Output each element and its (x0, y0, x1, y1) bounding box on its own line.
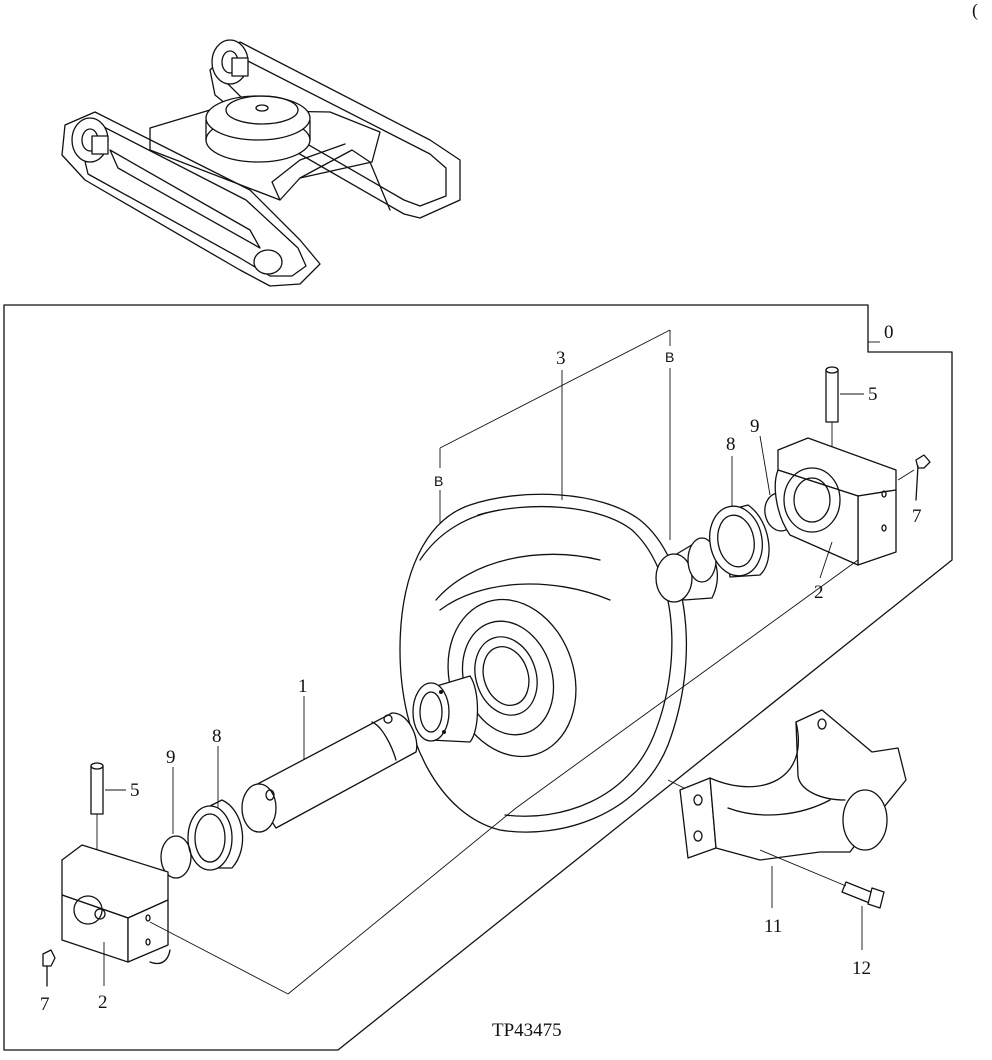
o-ring-left (160, 835, 192, 879)
bushing-right (655, 537, 718, 603)
callout-2-right: 2 (814, 582, 824, 603)
corner-mark: ( (972, 0, 978, 21)
bushing-left (412, 675, 479, 743)
pin-left (90, 762, 104, 815)
callout-11: 11 (764, 916, 782, 937)
callout-7-right: 7 (912, 506, 922, 527)
callout-5-left: 5 (130, 780, 140, 801)
callout-3: 3 (556, 348, 566, 369)
bracket-left (61, 844, 171, 965)
callout-5-right: 5 (868, 384, 878, 405)
callout-9-right: 9 (750, 416, 760, 437)
assembly-connection-lines (149, 559, 859, 995)
callout-8-left: 8 (212, 726, 222, 747)
callout-12: 12 (852, 958, 871, 979)
callout-9-left: 9 (166, 747, 176, 768)
undercarriage-overview-illustration (61, 39, 461, 287)
callout-2-left: 2 (98, 992, 108, 1013)
callout-7-left: 7 (40, 994, 50, 1015)
bracket-right (774, 437, 897, 566)
idler-guard (679, 709, 907, 861)
letter-b-upper: B (665, 349, 674, 365)
seal-right (709, 504, 770, 578)
idler-wheel (399, 493, 688, 833)
bolt-right (915, 454, 931, 501)
figure-code: TP43475 (492, 1020, 562, 1041)
bolt-left (42, 949, 56, 987)
callout-0: 0 (884, 322, 894, 343)
bolt-12 (759, 849, 885, 909)
callout-8-right: 8 (726, 434, 736, 455)
assembly-border (3, 304, 953, 1051)
shaft (241, 712, 418, 833)
callout-1: 1 (298, 676, 308, 697)
seal-left (187, 799, 244, 871)
letter-b-lower: B (434, 473, 443, 489)
pin-right (825, 366, 839, 423)
